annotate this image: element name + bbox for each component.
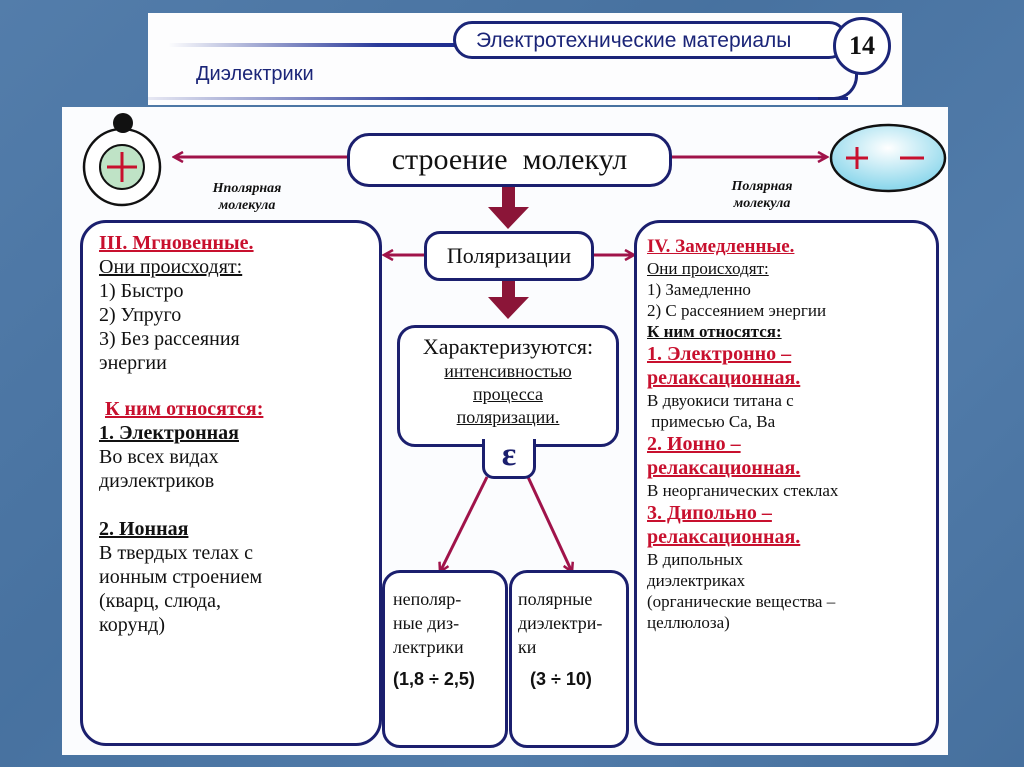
instant-item: 2) Упруго — [99, 304, 182, 326]
instant-item: 3) Без рассеяния — [99, 328, 240, 350]
characterized-node: Характеризуются: интенсивностью процесса… — [397, 325, 619, 447]
polar-molecule-label: Полярная молекула — [702, 178, 822, 212]
electronic-type-desc: Во всех видах — [99, 446, 219, 468]
instant-polarization-box: III. Мгновенные. Они происходят: 1) Быст… — [80, 220, 382, 746]
electron-relaxation-title: релаксационная. — [647, 367, 801, 389]
nonpolar-line3: лектрики — [393, 637, 464, 657]
characterized-line3: поляризации. — [456, 407, 560, 427]
slow-item: 1) Замедленно — [647, 280, 751, 299]
slow-content: IV. Замедленные. Они происходят: 1) Заме… — [647, 235, 936, 633]
polarization-node: Поляризации — [424, 231, 594, 281]
ionic-type-desc: корунд) — [99, 614, 165, 636]
instant-item: 1) Быстро — [99, 280, 184, 302]
polar-line3: ки — [518, 637, 537, 657]
ionic-type-desc: ионным строением — [99, 566, 263, 588]
polar-line2: диэлектри- — [518, 613, 603, 633]
diagram-panel: Нполярная молекула Полярная молекула стр… — [62, 107, 948, 755]
ionic-type-title: 2. Ионная — [99, 518, 189, 540]
slow-polarization-box: IV. Замедленные. Они происходят: 1) Заме… — [634, 220, 939, 746]
epsilon-symbol: ε — [501, 435, 517, 473]
thick-arrow-polarization-to-characterized — [488, 279, 529, 319]
root-label: строение молекул — [391, 143, 628, 176]
banner-curve — [818, 57, 858, 100]
nonpolar-line2: ные диз- — [393, 613, 460, 633]
nonpolar-dielectrics-node: неполяр- ные диз- лектрики (1,8 ÷ 2,5) — [382, 570, 508, 748]
polar-epsilon-range: (3 ÷ 10) — [530, 669, 592, 689]
dipole-relaxation-title: релаксационная. — [647, 526, 801, 548]
electron-relaxation-title: 1. Электронно – — [647, 343, 792, 365]
slow-item: 2) С рассеянием энергии — [647, 301, 827, 320]
banner-top-line — [168, 43, 468, 47]
root-node: строение молекул — [347, 133, 672, 187]
arrow-to-polar-dielectrics — [526, 476, 572, 572]
dipole-relaxation-title: 3. Дипольно – — [647, 502, 772, 524]
ionic-type-desc: В твердых телах с — [99, 542, 253, 564]
electron-relaxation-desc: примесью Са, Ва — [647, 412, 776, 431]
slow-includes-heading: К ним относятся: — [647, 322, 782, 341]
polar-line1: полярные — [518, 589, 593, 609]
polarization-label: Поляризации — [446, 243, 572, 268]
electron-relaxation-desc: В двуокиси титана с — [647, 391, 794, 410]
polar-dielectrics-text: полярные диэлектри- ки — [518, 587, 626, 659]
instant-title: III. Мгновенные. — [99, 232, 254, 254]
dipole-relaxation-desc: целлюлоза) — [647, 613, 730, 632]
nonpolar-dielectrics-text: неполяр- ные диз- лектрики — [393, 587, 505, 659]
connector-layer — [82, 113, 947, 755]
polar-dielectrics-node: полярные диэлектри- ки (3 ÷ 10) — [509, 570, 629, 748]
electronic-type-desc: диэлектриков — [99, 470, 215, 492]
page-number-badge: 14 — [833, 17, 891, 75]
characterized-line2: процесса — [473, 384, 543, 404]
ion-relaxation-desc: В неорганических стеклах — [647, 481, 839, 500]
subject-title: Электротехнические материалы — [476, 29, 792, 52]
section-title: Диэлектрики — [196, 63, 314, 85]
instant-item: энергии — [99, 352, 167, 374]
nonpolar-label-line1: Нполярная — [212, 181, 282, 196]
nonpolar-label-line2: молекула — [218, 198, 276, 213]
epsilon-node: ε — [482, 435, 536, 479]
nonpolar-molecule-label: Нполярная молекула — [187, 180, 307, 214]
dipole-relaxation-desc: диэлектриках — [647, 571, 746, 590]
slow-occur-heading: Они происходят: — [647, 259, 769, 278]
nonpolar-line1: неполяр- — [393, 589, 462, 609]
dipole-relaxation-desc: (органические вещества – — [647, 592, 836, 611]
dipole-relaxation-desc: В дипольных — [647, 550, 743, 569]
ion-relaxation-title: 2. Ионно – — [647, 433, 741, 455]
ionic-type-desc: (кварц, слюда, — [99, 590, 221, 612]
nonpolar-epsilon-range: (1,8 ÷ 2,5) — [393, 669, 475, 689]
polar-label-line2: молекула — [733, 196, 791, 211]
slow-title: IV. Замедленные. — [647, 236, 795, 257]
polar-molecule-icon — [829, 123, 947, 193]
ion-relaxation-title: релаксационная. — [647, 457, 801, 479]
characterized-heading: Характеризуются: — [422, 334, 594, 359]
subject-pill: Электротехнические материалы — [453, 21, 848, 59]
instant-includes-heading: К ним относятся: — [105, 398, 264, 420]
instant-occur-heading: Они происходят: — [99, 256, 243, 278]
arrow-to-nonpolar-dielectrics — [440, 476, 489, 572]
instant-content: III. Мгновенные. Они происходят: 1) Быст… — [99, 231, 379, 637]
banner-bottom-line — [148, 97, 848, 100]
nonpolar-molecule-icon — [82, 113, 162, 207]
electronic-type-title: 1. Электронная — [99, 422, 239, 444]
characterized-line1: интенсивностью — [444, 361, 572, 381]
header-banner: Электротехнические материалы 14 Диэлектр… — [148, 13, 902, 105]
thick-arrow-root-to-polarization — [488, 187, 529, 229]
polar-label-line1: Полярная — [731, 179, 793, 194]
